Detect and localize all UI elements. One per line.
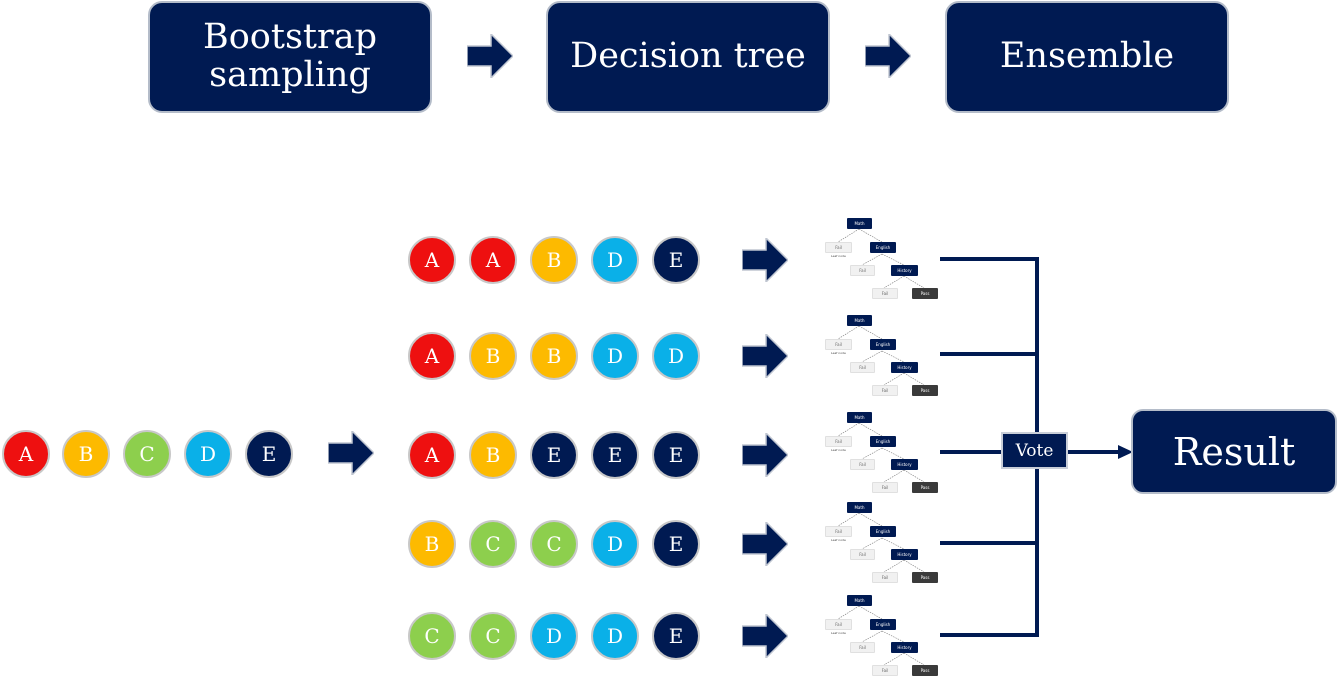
tree-node: History: [891, 265, 918, 276]
sample-circle: E: [591, 431, 639, 479]
tree-node-root: Math: [847, 218, 872, 229]
leaf-note: Leaf node: [831, 538, 846, 542]
right-arrow-icon: [865, 34, 911, 78]
sample-circle: A: [408, 431, 456, 479]
leaf-note: Leaf node: [831, 631, 846, 635]
tree-edges: [837, 325, 925, 386]
sample-circle: D: [652, 332, 700, 380]
tree-node: History: [891, 362, 918, 373]
tree-node-root: Math: [847, 412, 872, 423]
tree-leaf: Fail: [872, 288, 898, 299]
stage-label: Decision tree: [570, 36, 806, 77]
stage-label: Ensemble: [999, 36, 1175, 77]
right-arrow-icon: [742, 522, 788, 566]
leaf-note: Leaf node: [831, 254, 846, 258]
sample-circle: D: [591, 332, 639, 380]
tree-leaf: Fail: [825, 242, 852, 253]
tree-edges: [837, 228, 925, 289]
tree-leaf: Fail: [825, 526, 852, 537]
sample-circle: E: [652, 236, 700, 284]
tree-leaf: Pass: [912, 288, 938, 299]
sample-circle: C: [469, 520, 517, 568]
sample-circle: A: [408, 236, 456, 284]
tree-node-root: Math: [847, 502, 872, 513]
sample-circle: B: [530, 236, 578, 284]
sample-circle: D: [591, 520, 639, 568]
sample-circle: B: [530, 332, 578, 380]
tree-node: English: [870, 339, 896, 350]
right-arrow-icon: [328, 431, 374, 475]
tree-leaf: Pass: [912, 665, 938, 676]
stage-decision-tree: Decision tree: [546, 1, 830, 113]
sample-circle: A: [408, 332, 456, 380]
sample-circle: D: [591, 236, 639, 284]
sample-circle: E: [245, 430, 293, 478]
stage-label: Bootstrap: [203, 17, 377, 58]
tree-node: English: [870, 619, 896, 630]
sample-circle: E: [652, 520, 700, 568]
tree-node-root: Math: [847, 595, 872, 606]
leaf-note: Leaf node: [831, 448, 846, 452]
tree-leaf: Fail: [850, 642, 875, 653]
tree-leaf: Fail: [825, 619, 852, 630]
tree-node: English: [870, 436, 896, 447]
sample-circle: B: [62, 430, 110, 478]
tree-node-root: Math: [847, 315, 872, 326]
tree-leaf: Fail: [872, 482, 898, 493]
tree-node: History: [891, 459, 918, 470]
tree-leaf: Fail: [850, 459, 875, 470]
leaf-note: Leaf node: [831, 351, 846, 355]
tree-leaf: Fail: [850, 265, 875, 276]
sample-circle: D: [184, 430, 232, 478]
tree-node: History: [891, 642, 918, 653]
arrowhead-icon: [1118, 445, 1133, 459]
sample-circle: D: [530, 612, 578, 660]
right-arrow-icon: [742, 433, 788, 477]
tree-leaf: Fail: [872, 572, 898, 583]
sample-circle: B: [469, 431, 517, 479]
tree-node: English: [870, 526, 896, 537]
sample-circle: B: [469, 332, 517, 380]
sample-circle: B: [408, 520, 456, 568]
sample-circle: E: [652, 612, 700, 660]
tree-leaf: Pass: [912, 385, 938, 396]
sample-circle: A: [2, 430, 50, 478]
sample-circle: C: [530, 520, 578, 568]
sample-circle: E: [530, 431, 578, 479]
sample-circle: A: [469, 236, 517, 284]
tree-leaf: Fail: [850, 362, 875, 373]
stage-bootstrap-sampling: Bootstrap sampling: [148, 1, 432, 113]
tree-leaf: Fail: [825, 339, 852, 350]
right-arrow-icon: [467, 34, 513, 78]
sample-circle: D: [591, 612, 639, 660]
tree-node: History: [891, 549, 918, 560]
sample-circle: C: [123, 430, 171, 478]
right-arrow-icon: [742, 614, 788, 658]
tree-leaf: Fail: [872, 385, 898, 396]
stage-ensemble: Ensemble: [945, 1, 1229, 113]
tree-leaf: Pass: [912, 482, 938, 493]
sample-circle: C: [469, 612, 517, 660]
right-arrow-icon: [742, 238, 788, 282]
sample-circle: C: [408, 612, 456, 660]
tree-leaf: Fail: [825, 436, 852, 447]
tree-edges: [837, 422, 925, 483]
result-box: Result: [1131, 409, 1337, 494]
vote-box: Vote: [1001, 432, 1068, 469]
stage-label: sampling: [209, 55, 371, 95]
right-arrow-icon: [742, 334, 788, 378]
tree-leaf: Fail: [850, 549, 875, 560]
tree-node: English: [870, 242, 896, 253]
tree-leaf: Pass: [912, 572, 938, 583]
tree-edges: [837, 512, 925, 573]
tree-edges: [837, 605, 925, 666]
sample-circle: E: [652, 431, 700, 479]
